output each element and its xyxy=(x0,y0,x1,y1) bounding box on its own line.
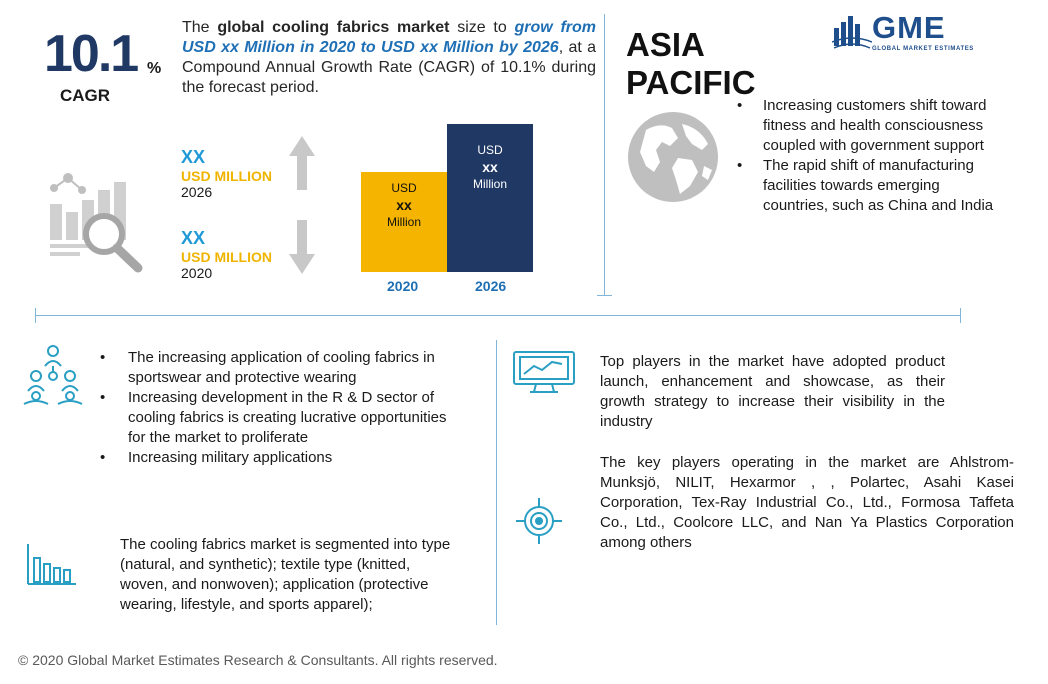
divider-right-cap xyxy=(960,308,961,323)
cagr-label: CAGR xyxy=(60,86,111,105)
bar-2020: USD xx Million xyxy=(361,172,447,272)
intro-text-1: The xyxy=(182,19,218,36)
market-name: global cooling fabrics market xyxy=(217,19,450,36)
bar-value: xx xyxy=(482,159,498,175)
key-players-text: The key players operating in the market … xyxy=(600,454,1014,551)
divider-middle xyxy=(496,340,497,625)
segmentation-text: The cooling fabrics market is segmented … xyxy=(120,536,451,613)
stat-year: 2020 xyxy=(181,265,213,281)
stat-2020: XX USD MILLION 2020 xyxy=(181,228,272,281)
arrow-down-icon xyxy=(289,220,315,274)
list-item: Increasing customers shift toward fitnes… xyxy=(737,96,997,156)
players-strategy-text: Top players in the market have adopted p… xyxy=(600,353,945,430)
bar-currency: USD xyxy=(391,181,417,195)
growth-highlight: grow from USD xx Million in 2020 to USD … xyxy=(182,19,596,56)
region-title: ASIA PACIFIC xyxy=(626,26,756,102)
market-drivers-list: The increasing application of cooling fa… xyxy=(100,348,464,468)
bar-unit: Million xyxy=(472,177,507,191)
bar-year-2020: 2020 xyxy=(387,278,419,294)
bar-unit: Million xyxy=(386,215,421,229)
divider-top-cap xyxy=(597,295,612,296)
region-drivers-list: Increasing customers shift toward fitnes… xyxy=(737,96,997,216)
stat-value: XX xyxy=(181,228,206,248)
region-title-line1: ASIA xyxy=(626,26,705,63)
list-item: Increasing development in the R & D sect… xyxy=(100,388,464,448)
intro-text-2: size to xyxy=(449,19,515,36)
region-title-line2: PACIFIC xyxy=(626,64,756,101)
list-item: Increasing military applications xyxy=(100,448,464,468)
list-item: The rapid shift of manufacturing facilit… xyxy=(737,156,997,216)
market-summary: The global cooling fabrics market size t… xyxy=(182,18,596,98)
bar-chart-icon xyxy=(27,544,76,585)
target-icon xyxy=(516,498,562,544)
analytics-magnifier-icon xyxy=(50,173,143,273)
list-item: The increasing application of cooling fa… xyxy=(100,348,464,388)
arrow-up-icon xyxy=(289,136,315,190)
logo-mark: GME xyxy=(872,10,946,45)
stat-2026: XX USD MILLION 2026 xyxy=(181,147,272,200)
bar-currency: USD xyxy=(477,143,503,157)
divider-horizontal xyxy=(35,315,960,316)
stat-value: XX xyxy=(181,147,206,167)
cagr-percent-sign: % xyxy=(147,60,162,77)
stat-year: 2026 xyxy=(181,184,213,200)
people-network-icon xyxy=(23,345,83,405)
monitor-chart-icon xyxy=(513,351,575,393)
intro-text-3: , at a Compound Annual Growth Rate (CAGR… xyxy=(182,39,596,96)
copyright-footer: © 2020 Global Market Estimates Research … xyxy=(18,652,498,668)
bar-year-2026: 2026 xyxy=(475,278,507,294)
stat-unit: USD MILLION xyxy=(181,168,272,184)
divider-left-cap xyxy=(35,308,36,323)
globe-icon xyxy=(628,112,718,202)
bar-value: xx xyxy=(396,197,412,213)
divider-top xyxy=(604,14,605,296)
logo-subtitle: GLOBAL MARKET ESTIMATES xyxy=(872,46,974,52)
gme-logo: GME GLOBAL MARKET ESTIMATES xyxy=(832,10,1012,58)
stat-unit: USD MILLION xyxy=(181,249,272,265)
cagr-value: 10.1 xyxy=(44,25,139,83)
gme-logo-icon xyxy=(832,16,872,49)
bar-2026: USD xx Million xyxy=(447,124,533,272)
